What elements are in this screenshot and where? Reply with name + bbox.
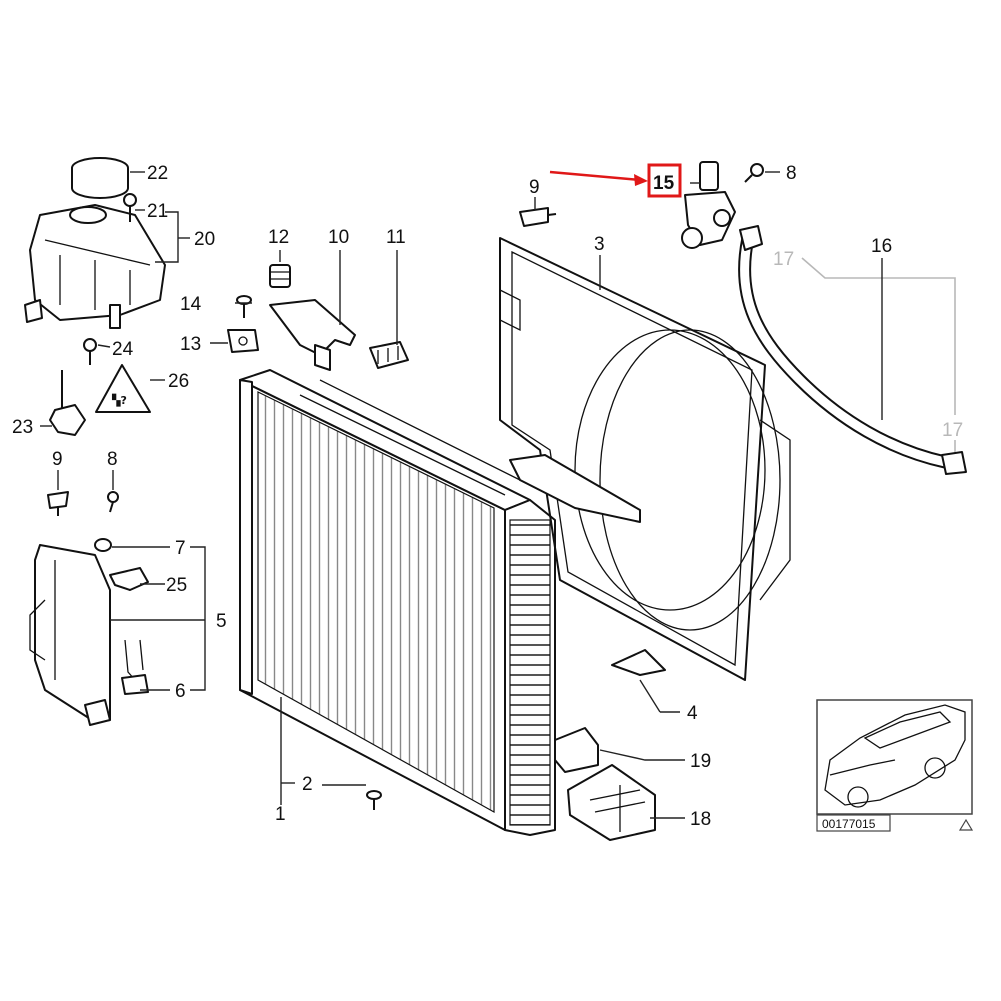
callout-6: 6 <box>175 681 186 702</box>
svg-text:▚?: ▚? <box>111 393 127 407</box>
level-sensor <box>49 370 86 436</box>
seal-ring <box>94 538 112 552</box>
fan-shroud <box>499 237 791 681</box>
screw-2 <box>366 790 382 810</box>
bracket-6 <box>121 639 149 695</box>
callout-10: 10 <box>328 227 349 248</box>
callout-4: 4 <box>687 703 698 724</box>
warning-triangle-icon: ▚? <box>95 364 151 413</box>
callout-12: 12 <box>268 227 289 248</box>
callout-22: 22 <box>147 163 168 184</box>
callout-17-right: 17 <box>942 420 963 441</box>
callout-15: 15 <box>653 173 675 194</box>
callout-16: 16 <box>871 236 892 257</box>
expansion-tank <box>24 204 166 329</box>
callout-9-right: 9 <box>529 177 540 198</box>
callout-13: 13 <box>180 334 201 355</box>
callout-21: 21 <box>147 201 168 222</box>
screw-8-left <box>107 491 119 513</box>
clip-9-left <box>47 491 69 516</box>
callout-25: 25 <box>166 575 187 596</box>
nut-clip-13 <box>227 329 259 353</box>
callout-labels: 22 21 20 24 26 23 9 8 7 25 5 6 14 13 12 … <box>12 163 963 830</box>
clip-11 <box>369 341 409 369</box>
mount-18 <box>567 764 656 841</box>
radiator <box>239 369 556 836</box>
callout-14: 14 <box>180 294 202 315</box>
callout-26: 26 <box>168 371 189 392</box>
callout-18: 18 <box>690 809 711 830</box>
callout-8-right: 8 <box>786 163 797 184</box>
callout-11: 11 <box>386 227 406 248</box>
callout-7: 7 <box>175 538 186 559</box>
air-duct <box>29 544 111 726</box>
callout-8-left: 8 <box>107 449 118 470</box>
callout-2: 2 <box>302 774 313 795</box>
bracket-10 <box>269 299 356 371</box>
rubber-mount-12 <box>269 264 291 288</box>
callout-9-left: 9 <box>52 449 63 470</box>
callout-17-top: 17 <box>773 249 794 270</box>
screw-14 <box>236 295 252 318</box>
callout-3: 3 <box>594 234 605 255</box>
expansion-tank-cap <box>71 157 129 199</box>
callout-20: 20 <box>194 229 215 250</box>
callout-1: 1 <box>275 804 286 825</box>
screw-21 <box>123 193 137 222</box>
screw-24 <box>83 338 97 365</box>
mount-19 <box>554 727 599 773</box>
coolant-hose <box>738 225 967 475</box>
vehicle-reference-inset: 00177015 <box>816 699 974 832</box>
bracket-4 <box>611 649 666 676</box>
callout-23: 23 <box>12 417 33 438</box>
screw-8-right <box>744 163 764 183</box>
bracket-25 <box>109 567 149 591</box>
callout-19: 19 <box>690 751 711 772</box>
callout-5: 5 <box>216 611 227 632</box>
clip-9-right <box>519 207 557 227</box>
callout-24: 24 <box>112 339 134 360</box>
thermostat-housing <box>681 161 736 249</box>
reference-number: 00177015 <box>822 817 876 831</box>
leader-lines <box>40 163 956 819</box>
